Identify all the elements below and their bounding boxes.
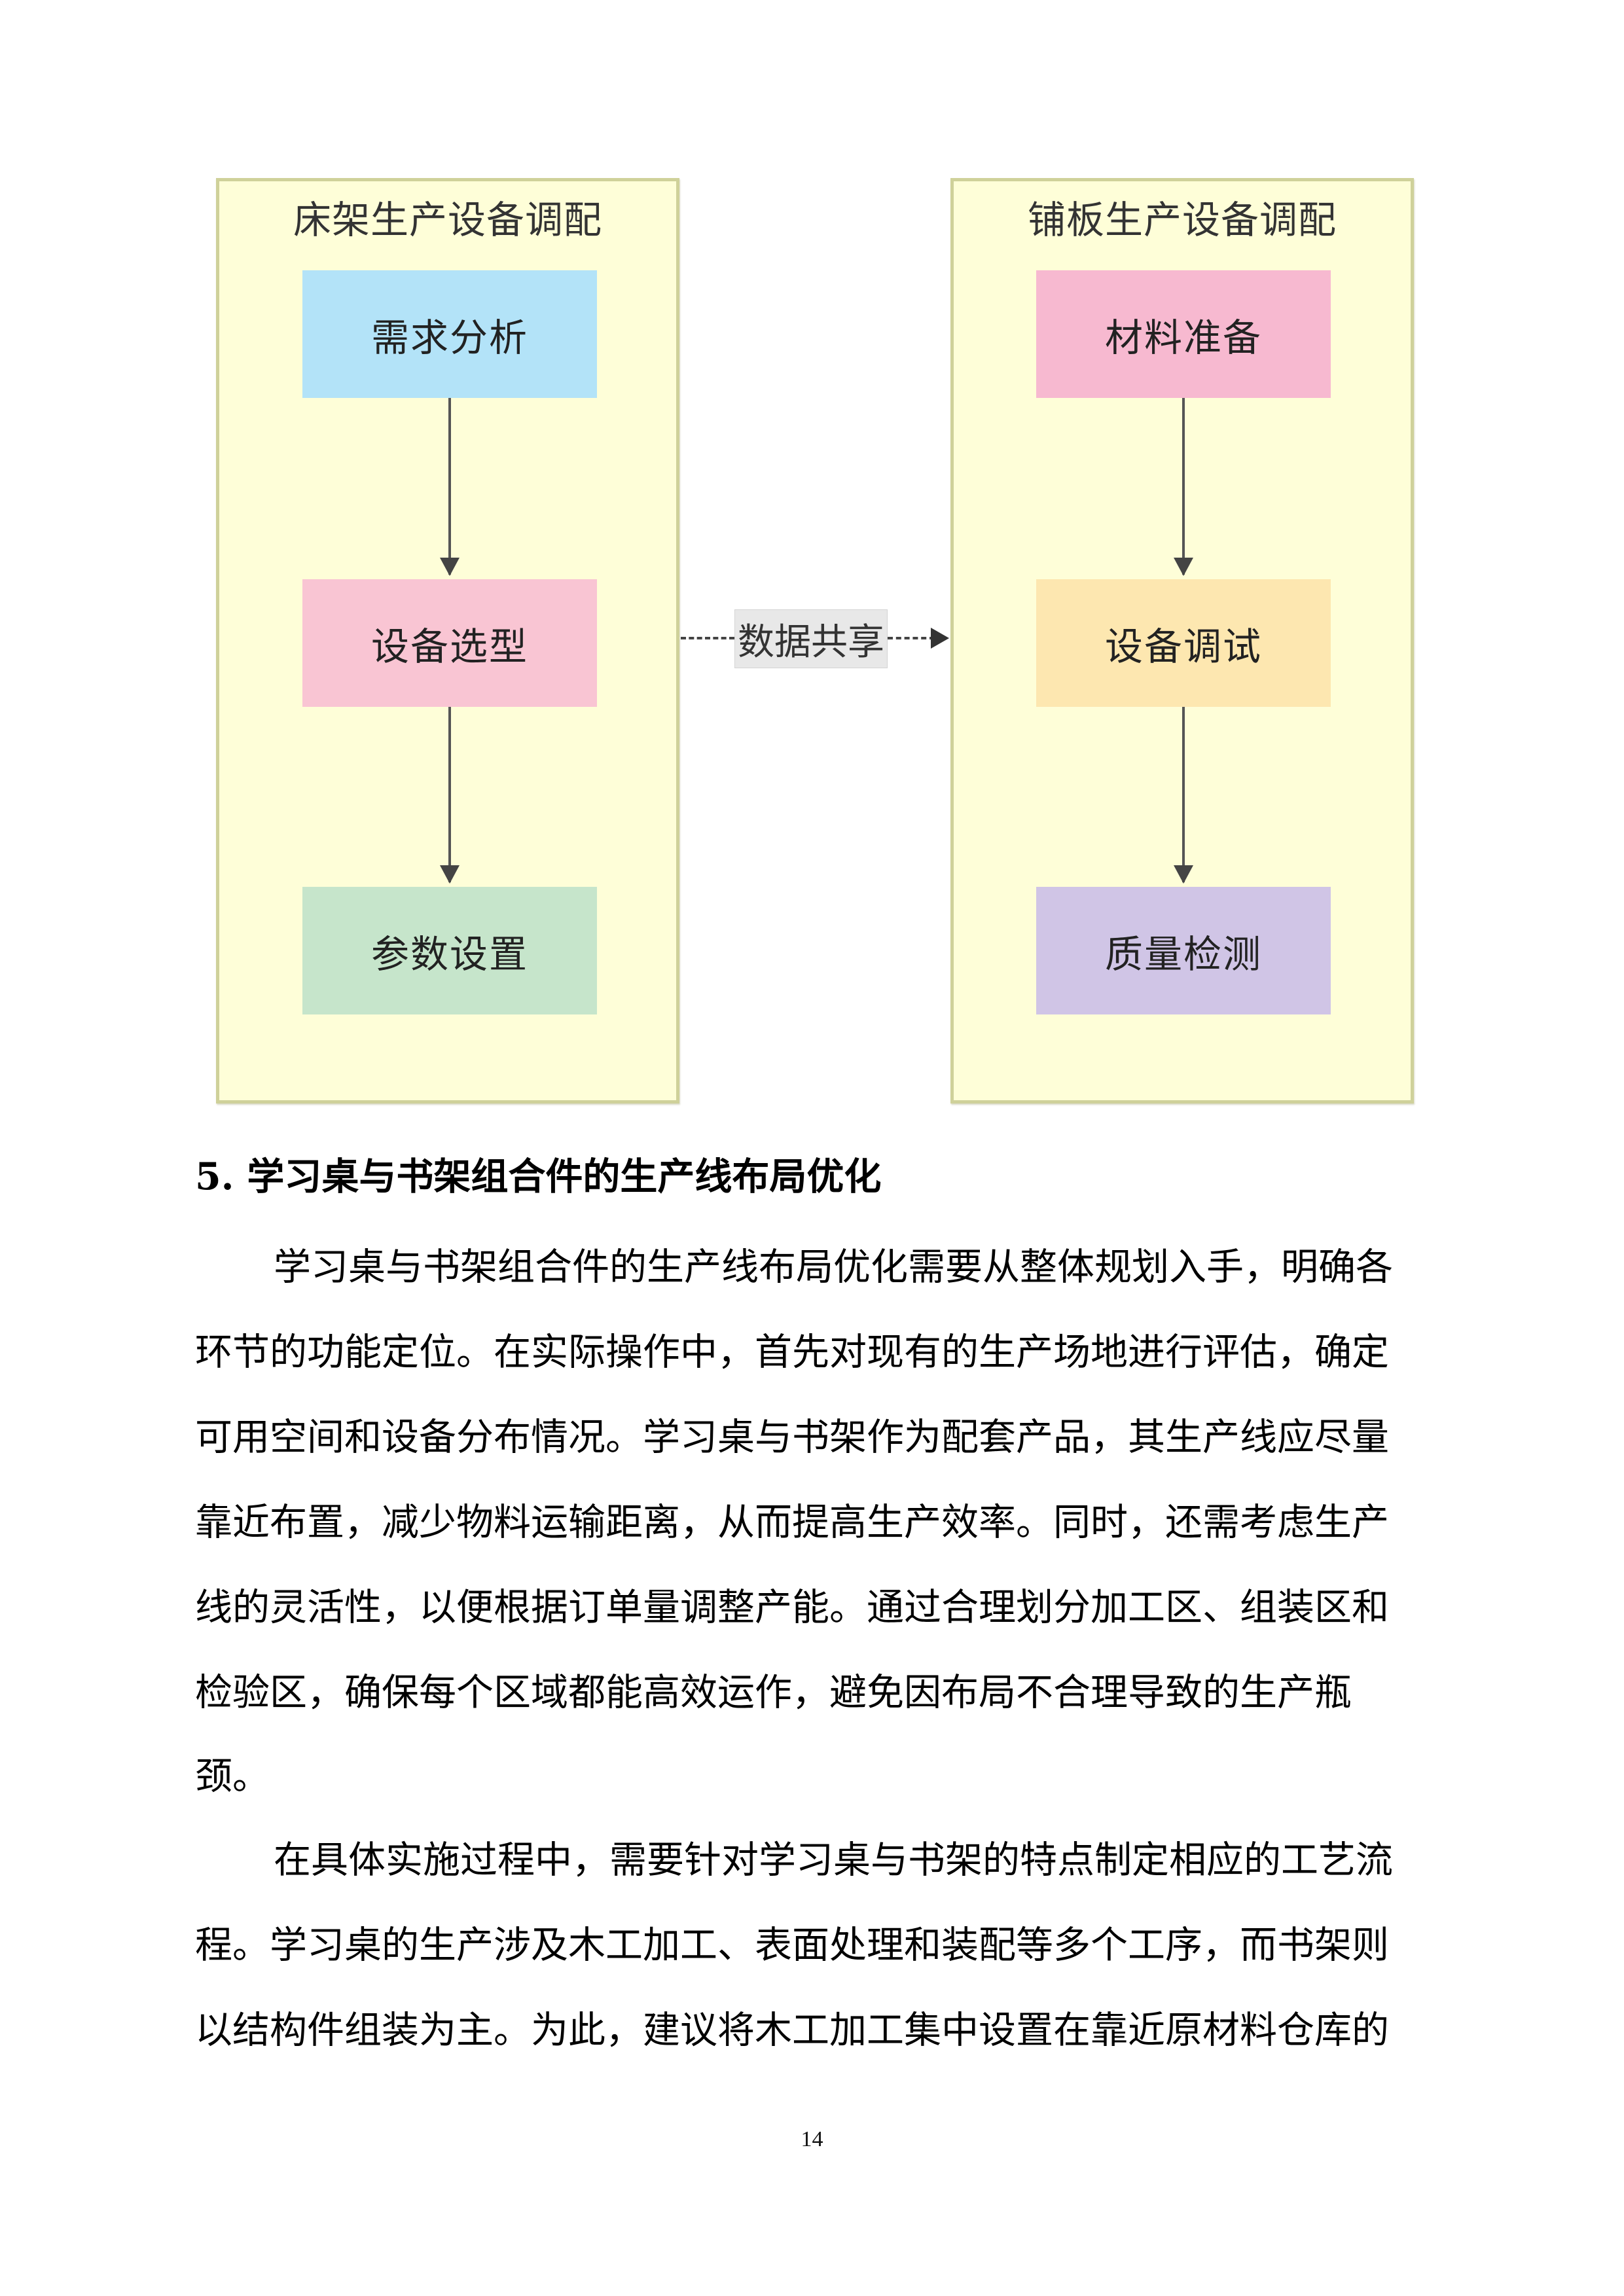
node-parameter-setting: 参数设置	[302, 887, 597, 1014]
paragraph-line: 环节的功能定位。在实际操作中，首先对现有的生产场地进行评估，确定	[195, 1331, 1389, 1374]
paragraph-line: 学习桌与书架组合件的生产线布局优化需要从整体规划入手，明确各	[274, 1246, 1393, 1289]
dashed-line	[681, 637, 734, 639]
arrow-down-icon	[440, 707, 460, 884]
node-quality-inspection: 质量检测	[1036, 887, 1331, 1014]
paragraph-line: 程。学习桌的生产涉及木工加工、表面处理和装配等多个工序，而书架则	[195, 1924, 1389, 1967]
arrow-down-icon	[1174, 707, 1193, 884]
arrow-down-icon	[1174, 398, 1193, 576]
node-material-preparation: 材料准备	[1036, 270, 1331, 398]
arrow-right-icon	[931, 628, 949, 649]
arrow-down-icon	[440, 398, 460, 576]
paragraph-line: 颈。	[195, 1755, 270, 1798]
paragraph-line: 线的灵活性，以便根据订单量调整产能。通过合理划分加工区、组装区和	[195, 1586, 1389, 1629]
dashed-line	[888, 637, 935, 639]
node-demand-analysis: 需求分析	[302, 270, 597, 398]
page-number: 14	[801, 2127, 823, 2151]
paragraph-line: 检验区，确保每个区域都能高效运作，避免因布局不合理导致的生产瓶	[195, 1671, 1352, 1714]
data-share-label: 数据共享	[734, 609, 888, 668]
group-title: 床架生产设备调配	[293, 198, 602, 242]
data-share-connector	[681, 628, 950, 649]
node-equipment-selection: 设备选型	[302, 579, 597, 707]
paragraph-line: 以结构件组装为主。为此，建议将木工加工集中设置在靠近原材料仓库的	[195, 2009, 1389, 2052]
paragraph-line: 靠近布置，减少物料运输距离，从而提高生产效率。同时，还需考虑生产	[195, 1501, 1389, 1544]
paragraph-line: 可用空间和设备分布情况。学习桌与书架作为配套产品，其生产线应尽量	[195, 1416, 1389, 1459]
section-heading: 5. 学习桌与书架组合件的生产线布局优化	[195, 1155, 882, 1198]
node-equipment-debugging: 设备调试	[1036, 579, 1331, 707]
flow-diagram: 床架生产设备调配 铺板生产设备调配 需求分析 设备选型 参数设置 材料准备 设备…	[0, 0, 1624, 1126]
group-title: 铺板生产设备调配	[1027, 198, 1337, 242]
paragraph-line: 在具体实施过程中，需要针对学习桌与书架的特点制定相应的工艺流	[274, 1839, 1393, 1882]
